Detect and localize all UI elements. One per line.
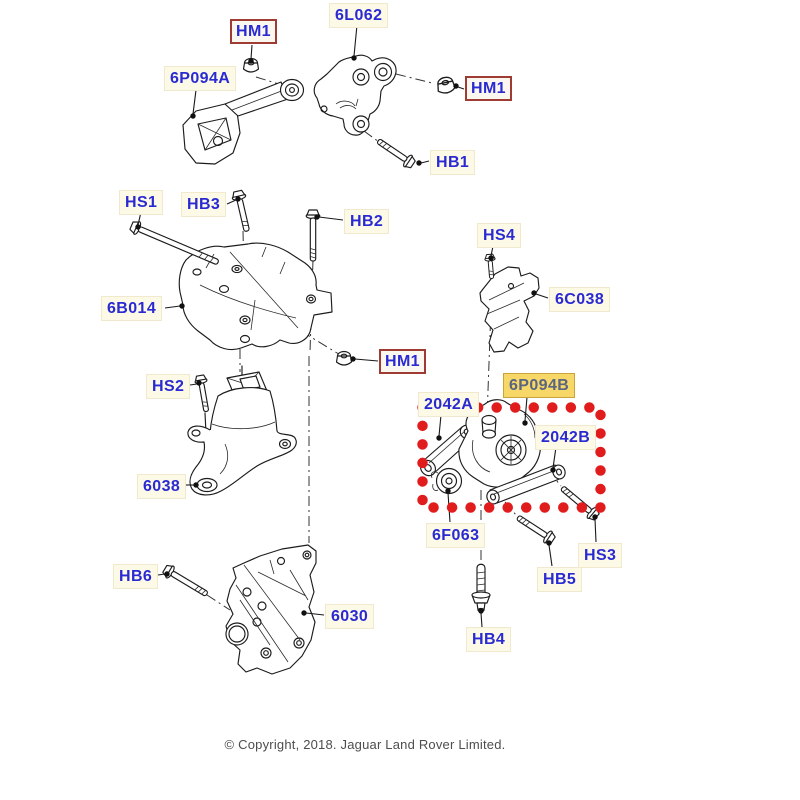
part-label-6030[interactable]: 6030 [325, 604, 375, 629]
leader-dot-hs3 [592, 514, 598, 520]
part-drawing-stud-hb4 [471, 563, 491, 613]
leader-lines [135, 24, 598, 628]
part-drawing-bolt-hs2 [194, 374, 209, 413]
leader-dot-hb1 [416, 160, 422, 166]
part-drawing-nut-hm1-middle [335, 350, 353, 366]
part-label-6p094a[interactable]: 6P094A [164, 66, 237, 91]
leader-dot-hm1-b [453, 83, 459, 89]
leader-line-hs2 [189, 383, 198, 386]
part-label-6b014[interactable]: 6B014 [101, 296, 163, 321]
part-drawing-engine-mount-6038 [187, 365, 297, 496]
leader-line-hm1-b [457, 86, 465, 90]
part-drawing-bracket-6c038 [479, 266, 540, 353]
leader-line-2042b [552, 446, 557, 469]
part-label-hb4[interactable]: HB4 [466, 627, 512, 652]
part-label-hs1[interactable]: HS1 [119, 190, 164, 215]
leader-line-6l062 [353, 24, 358, 57]
part-drawing-bolt-hb5 [516, 515, 556, 545]
part-label-hb2[interactable]: HB2 [344, 209, 390, 234]
leader-line-hm1-a [250, 44, 253, 60]
leader-dot-6p094b [522, 420, 528, 426]
part-drawing-bracket-6b014 [178, 242, 333, 351]
part-drawing-bolt-hs1 [129, 221, 219, 265]
part-label-hs3[interactable]: HS3 [578, 543, 623, 568]
leader-line-6b014 [164, 305, 181, 309]
leader-dot-2042b [550, 467, 556, 473]
part-drawing-nut-hm1-right [435, 75, 457, 96]
leader-line-hb2 [318, 216, 344, 221]
leader-dot-hb5 [546, 540, 552, 546]
part-label-hb3[interactable]: HB3 [181, 192, 227, 217]
leader-line-hb5 [548, 544, 553, 567]
leader-dot-hm1-a [248, 58, 254, 64]
part-label-2042a[interactable]: 2042A [418, 392, 480, 417]
leader-line-hm1-c [354, 358, 379, 362]
part-drawing-torque-strut-6p094a [182, 78, 305, 165]
leader-dot-6038 [193, 482, 199, 488]
leader-line-6c038 [535, 293, 549, 299]
part-label-hb1[interactable]: HB1 [430, 150, 476, 175]
part-drawing-bracket-6030 [225, 544, 317, 675]
leader-line-hb1 [420, 160, 430, 164]
leader-line-6p094b [524, 396, 528, 422]
leader-dot-6p094a [190, 113, 196, 119]
leader-dot-hb2 [314, 214, 320, 220]
part-label-hb5[interactable]: HB5 [537, 567, 583, 592]
part-label-hs2[interactable]: HS2 [146, 374, 191, 399]
part-drawing-bolt-hb1 [377, 138, 416, 169]
leader-dot-6c038 [531, 290, 537, 296]
leader-dot-2042a [436, 435, 442, 441]
leader-dot-6030 [301, 610, 307, 616]
part-drawing-bolt-hb6 [162, 564, 208, 597]
leader-line-2042a [438, 414, 442, 437]
leader-dot-6b014 [179, 303, 185, 309]
leader-dot-6f063 [445, 488, 451, 494]
leader-dot-6l062 [351, 55, 357, 61]
leader-line-6030 [305, 612, 325, 616]
part-label-hs4[interactable]: HS4 [477, 223, 522, 248]
leader-dot-hb6 [164, 571, 170, 577]
part-drawing-bracket-6l062 [313, 54, 397, 136]
part-drawing-arm-2042b [486, 464, 566, 505]
part-drawing-screw-hs4 [484, 253, 496, 279]
selection-dotted-box [417, 402, 606, 513]
part-drawing-bolt-hb3 [231, 189, 250, 232]
leader-line-hb6 [157, 573, 166, 576]
part-label-6c038[interactable]: 6C038 [549, 287, 611, 312]
leader-dot-hs4 [488, 255, 494, 261]
part-label-hm1-c[interactable]: HM1 [379, 349, 426, 374]
part-label-hm1-b[interactable]: HM1 [465, 76, 512, 101]
part-label-6038[interactable]: 6038 [137, 474, 187, 499]
part-label-hb6[interactable]: HB6 [113, 564, 159, 589]
leader-dot-hb3 [235, 196, 241, 202]
leader-line-hb3 [226, 199, 237, 205]
part-label-2042b[interactable]: 2042B [535, 425, 597, 450]
leader-line-hb4 [480, 612, 483, 628]
leader-line-6p094a [192, 89, 197, 115]
part-drawing-bushing-6f063 [430, 467, 463, 495]
leader-dot-hs1 [135, 224, 141, 230]
part-label-6p094b[interactable]: 6P094B [503, 373, 576, 398]
leader-dot-hb4 [478, 608, 484, 614]
leader-line-hs3 [594, 518, 597, 543]
part-label-6l062[interactable]: 6L062 [329, 3, 389, 28]
leader-dot-hs2 [196, 380, 202, 386]
leader-dot-hm1-c [350, 356, 356, 362]
copyright-text: © Copyright, 2018. Jaguar Land Rover Lim… [224, 737, 506, 752]
part-label-6f063[interactable]: 6F063 [426, 523, 486, 548]
part-label-hm1-a[interactable]: HM1 [230, 19, 277, 44]
